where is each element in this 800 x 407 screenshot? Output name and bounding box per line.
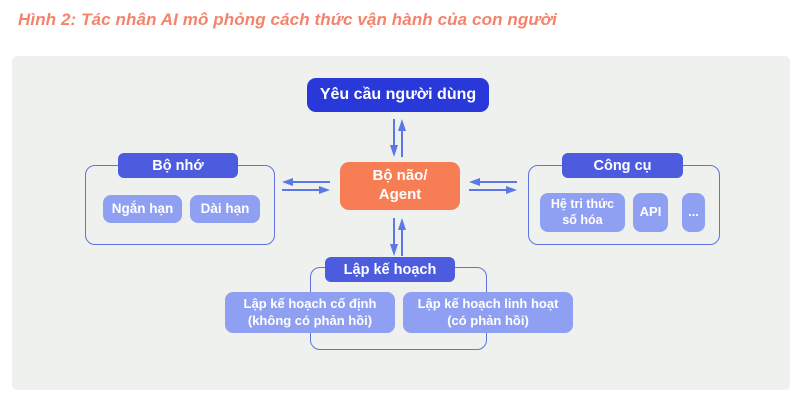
planning-item-fixed: Lập kế hoạch cố định (không có phản hồi) bbox=[225, 292, 395, 333]
double-arrow-agent-memory bbox=[282, 178, 330, 194]
memory-item-long-term: Dài hạn bbox=[190, 195, 260, 223]
memory-item-short-term: Ngắn hạn bbox=[103, 195, 182, 223]
tools-item-more: ... bbox=[682, 193, 705, 232]
figure-caption: Hình 2: Tác nhân AI mô phỏng cách thức v… bbox=[18, 10, 557, 29]
tools-header: Công cụ bbox=[562, 153, 683, 178]
agent-box: Bộ não/ Agent bbox=[340, 162, 460, 210]
planning-item-flexible: Lập kế hoạch linh hoạt (có phản hồi) bbox=[403, 292, 573, 333]
tools-item-knowledge-base: Hệ tri thức số hóa bbox=[540, 193, 625, 232]
user-request-box: Yêu cầu người dùng bbox=[307, 78, 489, 112]
double-arrow-user-agent bbox=[390, 119, 406, 157]
memory-header: Bộ nhớ bbox=[118, 153, 238, 178]
tools-item-api: API bbox=[633, 193, 668, 232]
diagram-panel: Yêu cầu người dùng Bộ não/ Agent Bộ nhớ … bbox=[12, 56, 790, 390]
double-arrow-agent-planning bbox=[390, 218, 406, 256]
double-arrow-agent-tools bbox=[469, 178, 517, 194]
planning-header: Lập kế hoạch bbox=[325, 257, 455, 282]
